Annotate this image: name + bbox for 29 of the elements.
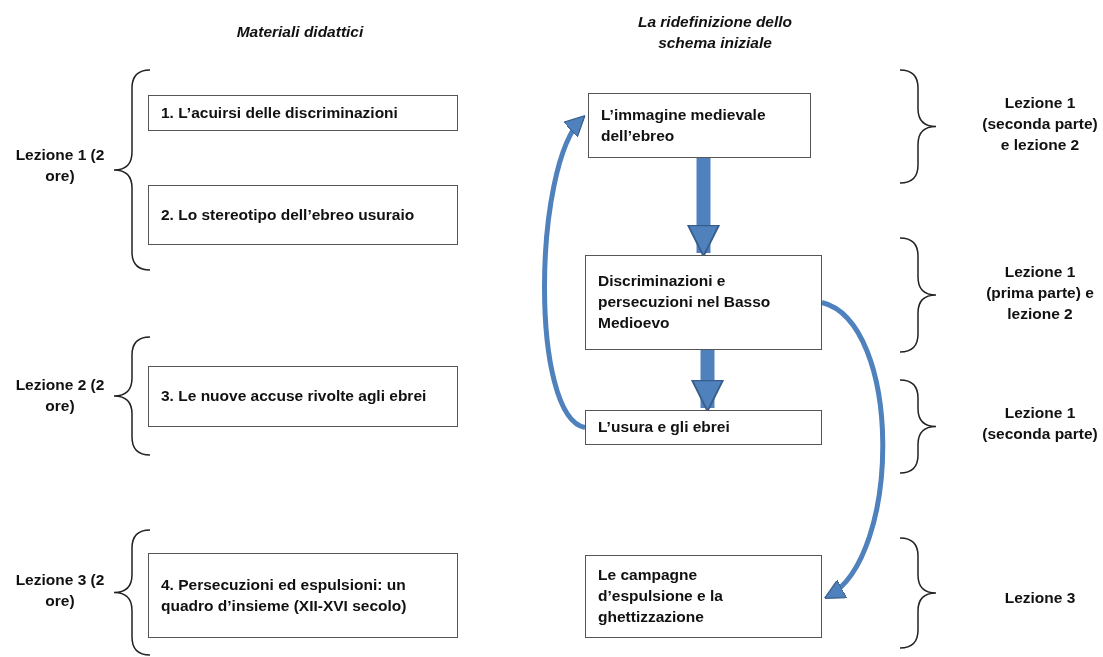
lesson-label: Lezione 1 (seconda parte) <box>981 403 1099 444</box>
box-text: Le campagne d’espulsione e la ghettizzazione <box>598 565 724 627</box>
text-box <box>585 555 822 638</box>
box-text: 3. Le nuove accuse rivolte agli ebrei <box>161 386 427 407</box>
lesson-label: Lezione 1 (prima parte) e lezione 2 <box>985 262 1095 324</box>
box-text: 4. Persecuzioni ed espulsioni: un quadro d’insieme (XII-XVI secolo) <box>161 574 408 616</box>
lesson-label: Lezione 3 (2 ore) <box>14 570 106 611</box>
block-arrow <box>687 158 720 257</box>
text-box <box>148 553 458 638</box>
curved-arrow <box>820 300 886 600</box>
box-text: L’immagine medievale dell’ebreo <box>601 104 767 146</box>
box-text: L’usura e gli ebrei <box>598 417 730 438</box>
text-box <box>588 93 811 158</box>
text-box <box>148 95 458 131</box>
box-text: 1. L’acuirsi delle discriminazioni <box>161 102 398 123</box>
lesson-label: Lezione 3 <box>1003 588 1077 608</box>
lesson-label: Lezione 1 (2 ore) <box>14 145 106 186</box>
text-box <box>148 185 458 245</box>
column-heading: Materiali didattici <box>235 22 365 42</box>
lesson-label: Lezione 2 (2 ore) <box>14 375 106 416</box>
text-box <box>585 410 822 445</box>
box-text: Discriminazioni e persecuzioni nel Basso Medioevo <box>598 271 772 333</box>
box-text: 2. Lo stereotipo dell’ebreo usuraio <box>161 204 415 225</box>
curved-arrow <box>542 114 587 430</box>
block-arrow <box>691 350 724 412</box>
lesson-label: Lezione 1 (seconda parte) e lezione 2 <box>981 93 1099 155</box>
text-box <box>585 255 822 350</box>
text-box <box>148 366 458 427</box>
column-heading: La ridefinizione dello schema iniziale <box>636 12 794 53</box>
